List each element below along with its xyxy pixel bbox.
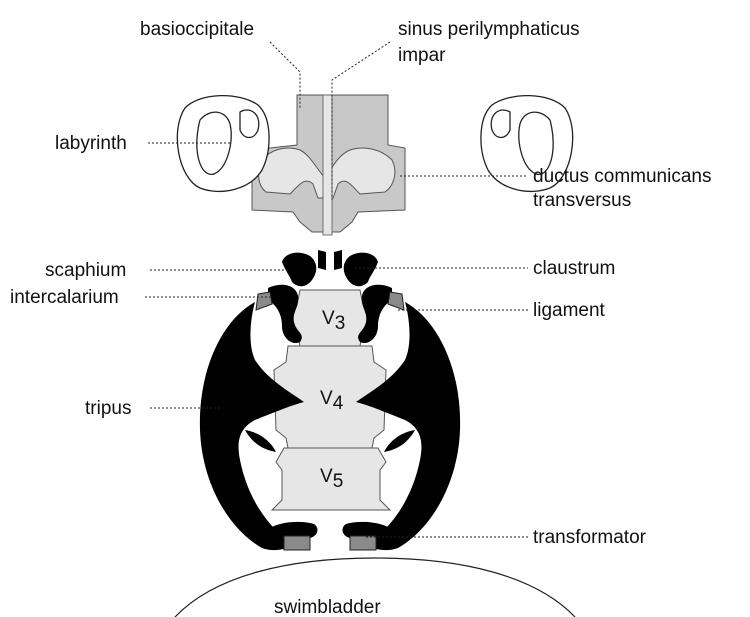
labyrinth-left bbox=[177, 96, 269, 192]
transformator-group bbox=[270, 522, 391, 550]
label-swimbladder: swimbladder bbox=[274, 597, 381, 617]
leader-basioccipitale bbox=[270, 42, 300, 108]
label-sinus-line2: impar bbox=[398, 45, 446, 66]
label-intercalarium: intercalarium bbox=[10, 287, 119, 308]
tripus-left-process bbox=[245, 430, 276, 452]
label-ductus-line2: transversus bbox=[533, 190, 631, 211]
label-ligament: ligament bbox=[533, 300, 606, 321]
label-labyrinth: labyrinth bbox=[55, 133, 127, 154]
label-sinus-line1: sinus perilymphaticus bbox=[398, 19, 580, 40]
label-scaphium: scaphium bbox=[45, 260, 126, 281]
ligament-left bbox=[256, 292, 272, 310]
sinus-perilymphaticus-shape bbox=[323, 95, 332, 235]
ligament-right bbox=[388, 292, 404, 310]
label-transformator: transformator bbox=[533, 527, 647, 548]
label-ductus-line1: ductus communicans bbox=[533, 166, 711, 187]
label-tripus: tripus bbox=[85, 398, 131, 419]
tripus-right-process bbox=[384, 430, 415, 452]
label-basioccipitale: basioccipitale bbox=[140, 19, 254, 40]
label-claustrum: claustrum bbox=[533, 258, 615, 279]
